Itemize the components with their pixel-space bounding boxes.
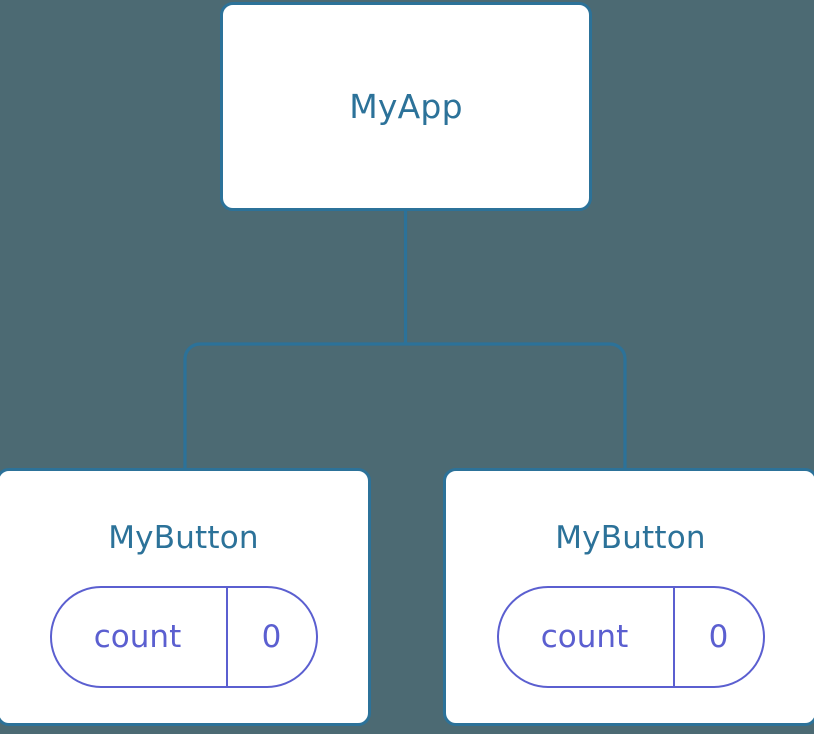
state-pill-count-2[interactable]: count 0 [496, 586, 765, 688]
state-pill-key-2: count [540, 618, 629, 655]
state-pill-count-1[interactable]: count 0 [49, 586, 318, 688]
state-pill-key-1: count [93, 618, 182, 655]
state-pill-value-2: 0 [672, 588, 763, 686]
connector-branch-left [183, 342, 406, 470]
node-myapp[interactable]: MyApp [220, 2, 592, 211]
node-mybutton-2-label: MyButton [555, 520, 706, 556]
node-mybutton-1[interactable]: MyButton count 0 [0, 468, 371, 726]
node-myapp-label: MyApp [349, 87, 463, 126]
state-pill-value-1: 0 [225, 588, 316, 686]
node-mybutton-1-label: MyButton [108, 520, 259, 556]
connector-branch-right [405, 342, 627, 470]
node-mybutton-2[interactable]: MyButton count 0 [443, 468, 814, 726]
